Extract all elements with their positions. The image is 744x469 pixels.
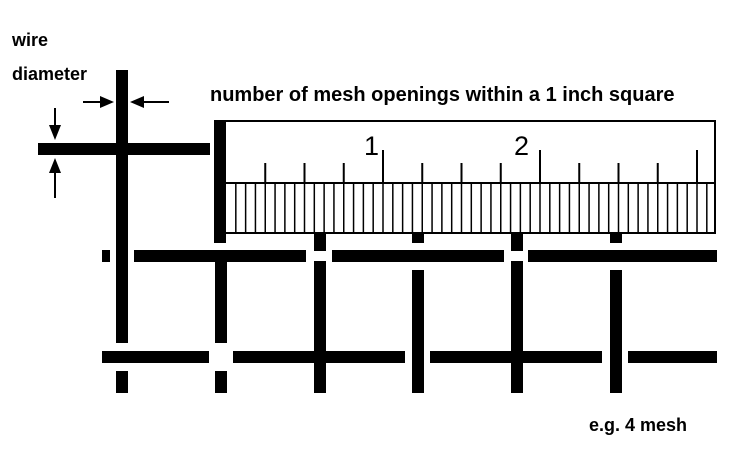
ruler-number-1: 1 bbox=[364, 131, 379, 161]
ruler-zero-bar bbox=[214, 120, 226, 243]
horizontal-wire bbox=[134, 250, 306, 262]
horizontal-wire bbox=[528, 250, 717, 262]
vertical-wire bbox=[314, 233, 326, 251]
ruler-number-2: 2 bbox=[514, 131, 529, 161]
horizontal-wire bbox=[628, 351, 717, 363]
vertical-wire bbox=[511, 233, 523, 251]
horizontal-wire bbox=[332, 250, 504, 262]
vertical-wire bbox=[610, 233, 622, 243]
horizontal-wire bbox=[233, 351, 405, 363]
vertical-wire bbox=[412, 270, 424, 393]
wire-diameter-indicator bbox=[49, 96, 169, 198]
diameter-label: diameter bbox=[12, 64, 88, 84]
vertical-wire bbox=[412, 233, 424, 243]
vertical-wire bbox=[116, 70, 128, 343]
horizontal-wire bbox=[102, 250, 110, 262]
horizontal-wire bbox=[38, 143, 210, 155]
ruler: 1 2 bbox=[214, 120, 716, 243]
vertical-wire bbox=[215, 371, 227, 393]
vertical-wire bbox=[511, 261, 523, 393]
vertical-wire bbox=[116, 371, 128, 393]
mesh-example-label: e.g. 4 mesh bbox=[589, 415, 688, 435]
vertical-wires bbox=[116, 70, 622, 393]
ruler-ticks bbox=[235, 150, 708, 232]
vertical-wire bbox=[215, 261, 227, 343]
arrow-down-icon bbox=[49, 125, 61, 140]
horizontal-wires bbox=[38, 143, 717, 363]
mesh-openings-title: number of mesh openings within a 1 inch … bbox=[210, 84, 675, 106]
wire-label: wire bbox=[12, 30, 49, 50]
arrow-left-icon bbox=[130, 96, 144, 108]
vertical-wire bbox=[610, 270, 622, 393]
horizontal-wire bbox=[430, 351, 602, 363]
horizontal-wire bbox=[102, 351, 209, 363]
vertical-wire bbox=[314, 261, 326, 393]
arrow-up-icon bbox=[49, 158, 61, 173]
arrow-right-icon bbox=[100, 96, 114, 108]
